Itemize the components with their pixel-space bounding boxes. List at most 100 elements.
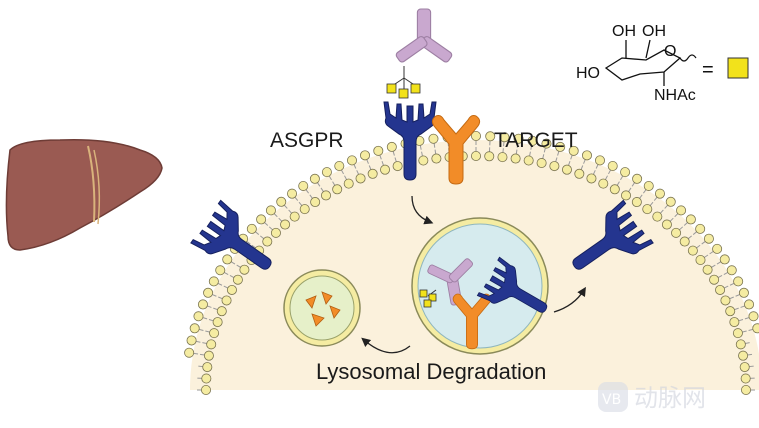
lipid-head [215, 265, 226, 276]
hydroxyl-label-3: HO [576, 65, 600, 82]
acetamido-label: NHAc [654, 87, 696, 104]
lipid-head [392, 161, 403, 172]
lipid-head [209, 328, 220, 339]
watermark-logo [598, 382, 628, 412]
lipid-head [712, 243, 723, 254]
lipid-head [598, 178, 609, 189]
lipid-head [186, 335, 197, 346]
lipid-head [513, 133, 524, 144]
lipid-head [497, 152, 508, 163]
lipid-head [206, 339, 217, 350]
lipid-head [586, 173, 597, 184]
lipid-head [695, 254, 706, 265]
liver-icon [5, 138, 163, 251]
target-label: TARGET [494, 129, 578, 152]
lipid-head [262, 236, 273, 247]
lipid-head [709, 274, 720, 285]
lipid-head [729, 317, 740, 328]
lipid-head [203, 350, 214, 361]
lipid-head [510, 153, 521, 164]
lipid-head [632, 173, 643, 184]
lipid-head [276, 196, 287, 207]
lipid-head [631, 197, 642, 208]
lipid-head [200, 384, 211, 395]
lipid-head [289, 211, 300, 222]
lipid-head [298, 180, 309, 191]
lipid-head [380, 164, 391, 175]
lipid-head [484, 151, 495, 162]
lipid-head [189, 323, 200, 334]
lipid-head [733, 276, 744, 287]
lipid-head [741, 384, 752, 395]
watermark: VB 动脉网 [598, 382, 706, 412]
lipid-head [720, 295, 731, 306]
lipid-head [212, 317, 223, 328]
lipid-head [752, 323, 759, 334]
lipid-head [499, 132, 510, 143]
lipid-head [676, 205, 687, 216]
lipid-head [222, 254, 233, 265]
lipid-head [744, 299, 755, 310]
glycan-square-icon [419, 289, 437, 308]
lipid-head [310, 197, 321, 208]
lipid-head [201, 373, 212, 384]
lipid-head [643, 180, 654, 191]
lipid-head [470, 130, 481, 141]
lipid-head [332, 184, 343, 195]
lipid-head [702, 264, 713, 275]
lipid-head [299, 204, 310, 215]
lipid-head [270, 227, 281, 238]
lipid-head [309, 173, 320, 184]
lipid-head [280, 219, 291, 230]
lipid-head [725, 306, 736, 317]
lipid-head [661, 219, 672, 230]
lipid-head [581, 150, 592, 161]
lipid-head [203, 287, 214, 298]
lipid-head [695, 223, 706, 234]
lipid-head [265, 205, 276, 216]
lipid-head [671, 227, 682, 238]
endosome [411, 217, 558, 355]
hydroxyl-label-1: OH [612, 23, 636, 40]
lipid-head [735, 339, 746, 350]
lipid-head [527, 135, 538, 146]
lipid-head [715, 284, 726, 295]
lipid-head [549, 161, 560, 172]
lipid-head [239, 264, 250, 275]
lipid-head [197, 299, 208, 310]
lipid-head [685, 214, 696, 225]
lipid-head [654, 188, 665, 199]
lipid-head [555, 141, 566, 152]
antibody-icon [394, 8, 454, 64]
lipid-head [226, 284, 237, 295]
lipid-head [343, 178, 354, 189]
lipid-head [687, 245, 698, 256]
lipid-head [232, 274, 243, 285]
lipid-head [256, 214, 267, 225]
glycan-square-icon [727, 57, 749, 79]
lipid-head [703, 233, 714, 244]
arrow-icon [361, 337, 411, 354]
lipid-head [184, 347, 195, 358]
lipid-head [523, 155, 534, 166]
lipid-head [246, 223, 257, 234]
lipid-head [202, 362, 213, 373]
receptor-label: ASGPR [270, 129, 344, 152]
lipid-head [621, 190, 632, 201]
lipid-head [607, 160, 618, 171]
lipid-head [360, 150, 371, 161]
hydroxyl-label-2: OH [642, 23, 666, 40]
lipid-head [193, 311, 204, 322]
lipid-head [216, 306, 227, 317]
lipid-head [367, 168, 378, 179]
ring-oxygen-label: O [664, 43, 676, 60]
lipid-head [740, 373, 751, 384]
lipid-head [355, 173, 366, 184]
lipid-head [738, 350, 749, 361]
arrow-icon [553, 286, 586, 313]
lipid-head [652, 211, 663, 222]
lipid-head [726, 265, 737, 276]
lipid-head [221, 295, 232, 306]
equals-sign: = [702, 59, 714, 81]
lipid-head [470, 150, 481, 161]
